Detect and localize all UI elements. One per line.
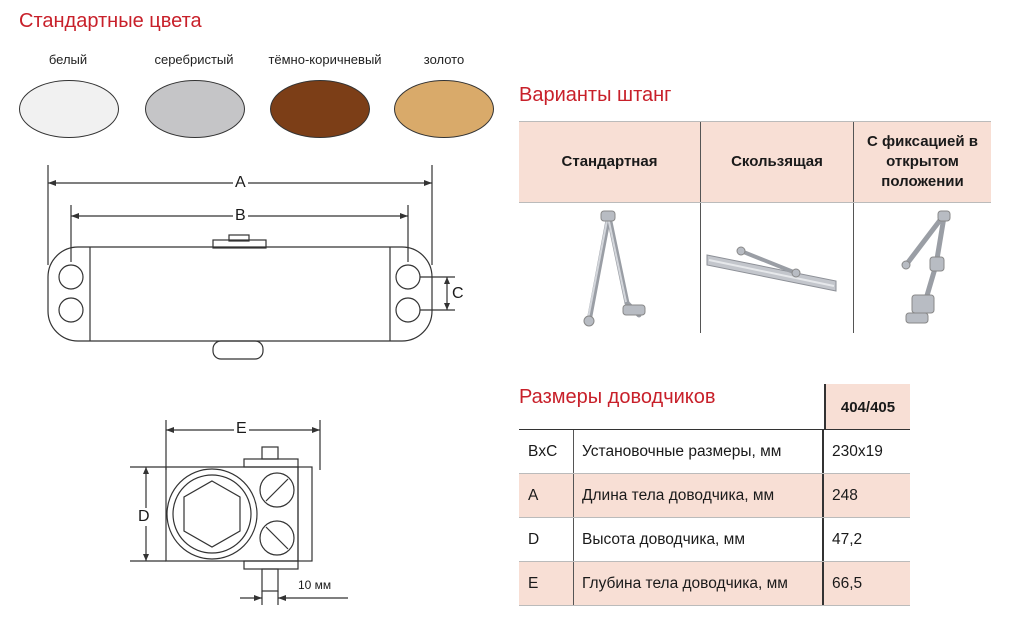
- sizes-heading: Размеры доводчиков: [519, 386, 716, 408]
- dim-a-label: A: [233, 174, 248, 192]
- row-code: BxC: [519, 430, 574, 473]
- swatch-label-silver: серебристый: [154, 52, 234, 67]
- row-value: 47,2: [832, 530, 863, 548]
- table-row: D Высота доводчика, мм 47,2: [519, 518, 910, 562]
- variant-standard-header: Стандартная: [561, 153, 658, 170]
- table-row: E Глубина тела доводчика, мм 66,5: [519, 562, 910, 606]
- model-header: 404/405: [824, 384, 910, 430]
- swatch-label-white: белый: [48, 52, 88, 67]
- swatch-label-dark-brown: тёмно-коричневый: [268, 52, 382, 67]
- row-value: 230x19: [832, 442, 883, 460]
- hold-open-arm-icon: [901, 210, 951, 324]
- row-code: E: [519, 562, 574, 605]
- swatch-silver: [145, 80, 245, 138]
- dim-10mm-label: 10 мм: [298, 578, 332, 592]
- closer-side-drawing: [130, 420, 348, 605]
- dim-b-label: B: [233, 207, 248, 225]
- closer-front-drawing: [47, 165, 455, 360]
- row-name: Глубина тела доводчика, мм: [574, 562, 824, 605]
- variant-hold-open-image: [853, 203, 991, 333]
- sizes-table-top-border: [519, 429, 910, 430]
- dim-d-label: D: [137, 508, 151, 526]
- standard-arm-icon: [583, 210, 646, 327]
- row-value: 66,5: [832, 574, 863, 592]
- variant-sliding-image: [700, 203, 853, 333]
- variant-hold-open-header: С фиксацией в открытом положении: [853, 122, 991, 202]
- variants-heading: Варианты штанг: [519, 84, 672, 106]
- row-value: 248: [832, 486, 858, 504]
- row-code: D: [519, 518, 574, 561]
- sizes-table: BxC Установочные размеры, мм 230x19 A Дл…: [519, 430, 910, 606]
- row-code: A: [519, 474, 574, 517]
- sliding-arm-icon: [706, 246, 837, 292]
- colors-heading: Стандартные цвета: [19, 10, 202, 32]
- swatch-label-gold: золото: [423, 52, 465, 67]
- swatch-gold: [394, 80, 494, 138]
- swatch-white: [19, 80, 119, 138]
- swatch-dark-brown: [270, 80, 370, 138]
- variant-sliding-header: Скользящая: [700, 122, 853, 202]
- table-row: BxC Установочные размеры, мм 230x19: [519, 430, 910, 474]
- row-name: Высота доводчика, мм: [574, 518, 824, 561]
- variants-header-row: Стандартная Скользящая С фиксацией в отк…: [519, 121, 991, 203]
- row-name: Установочные размеры, мм: [574, 430, 824, 473]
- table-row: A Длина тела доводчика, мм 248: [519, 474, 910, 518]
- row-name: Длина тела доводчика, мм: [574, 474, 824, 517]
- dim-e-label: E: [234, 420, 249, 438]
- variant-standard-image: [519, 203, 700, 333]
- variants-table: Стандартная Скользящая С фиксацией в отк…: [519, 121, 991, 333]
- dim-c-label: C: [452, 285, 464, 302]
- variants-image-row: [519, 203, 991, 333]
